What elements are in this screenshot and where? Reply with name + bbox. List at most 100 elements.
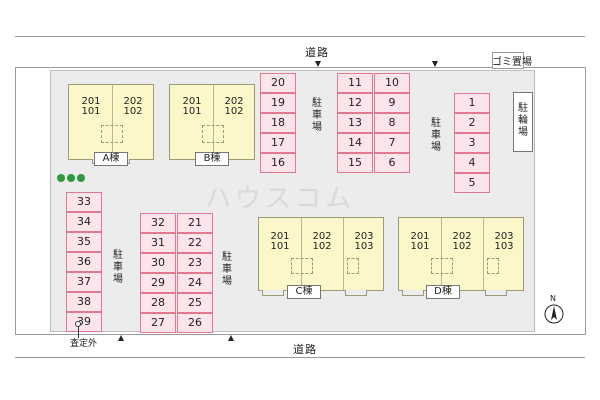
unit-102: 102 <box>224 106 244 117</box>
stair-outline <box>487 258 499 274</box>
parking-space-2: 2 <box>454 113 490 133</box>
outside-marker-line <box>78 324 79 338</box>
parking-space-9: 9 <box>374 93 410 113</box>
shrub <box>77 174 85 182</box>
parking-space-15: 15 <box>337 153 373 173</box>
building-d: 201 202 203 101 102 103 <box>398 217 524 291</box>
unit-101: 101 <box>270 241 290 252</box>
bike-parking: 駐輪場 <box>513 92 533 152</box>
parking-space-18: 18 <box>260 113 296 133</box>
stair-outline <box>347 258 359 274</box>
outside-label: 査定外 <box>70 339 98 349</box>
unit-201: 201 <box>410 231 430 242</box>
parking-space-38: 38 <box>66 292 102 312</box>
building-a-label: A棟 <box>94 152 128 166</box>
parking-space-36: 36 <box>66 252 102 272</box>
entrance-marker <box>228 335 234 341</box>
shrub <box>57 174 65 182</box>
parking-space-17: 17 <box>260 133 296 153</box>
west-boundary <box>15 67 16 335</box>
shrub <box>67 174 75 182</box>
parking-space-7: 7 <box>374 133 410 153</box>
unit-101: 101 <box>410 241 430 252</box>
parking-label: 駐車場 <box>312 98 322 133</box>
stair-outline <box>202 125 224 143</box>
unit-102: 102 <box>312 241 332 252</box>
unit-103: 103 <box>354 241 374 252</box>
unit-102: 102 <box>452 241 472 252</box>
parking-space-10: 10 <box>374 73 410 93</box>
parking-space-25: 25 <box>177 293 213 313</box>
building-a: 201 202 101 102 <box>68 84 154 160</box>
parking-space-33: 33 <box>66 192 102 212</box>
unit-201: 201 <box>270 231 290 242</box>
south-road-line <box>15 334 585 335</box>
parking-space-30: 30 <box>140 253 176 273</box>
stair-outline <box>291 258 313 274</box>
unit-203: 203 <box>354 231 374 242</box>
building-c-label: C棟 <box>287 285 321 299</box>
parking-space-6: 6 <box>374 153 410 173</box>
entrance-marker <box>118 335 124 341</box>
garbage-area <box>492 52 524 69</box>
parking-space-14: 14 <box>337 133 373 153</box>
building-c: 201 202 203 101 102 103 <box>258 217 384 291</box>
parking-space-3: 3 <box>454 133 490 153</box>
parking-space-20: 20 <box>260 73 296 93</box>
parking-space-23: 23 <box>177 253 213 273</box>
entrance-marker <box>432 61 438 67</box>
unit-101: 101 <box>182 106 202 117</box>
unit-201: 201 <box>182 96 202 107</box>
parking-space-37: 37 <box>66 272 102 292</box>
stair-outline <box>431 258 453 274</box>
parking-space-39: 39 <box>66 312 102 332</box>
north-road-line <box>15 67 585 68</box>
unit-103: 103 <box>494 241 514 252</box>
parking-space-13: 13 <box>337 113 373 133</box>
building-b: 201 202 101 102 <box>169 84 255 160</box>
south-road-label: 道路 <box>293 343 317 356</box>
unit-202: 202 <box>123 96 143 107</box>
entrance-marker <box>315 61 321 67</box>
parking-space-22: 22 <box>177 233 213 253</box>
parking-space-11: 11 <box>337 73 373 93</box>
unit-202: 202 <box>224 96 244 107</box>
parking-space-16: 16 <box>260 153 296 173</box>
unit-203: 203 <box>494 231 514 242</box>
parking-space-5: 5 <box>454 173 490 193</box>
bike-label: 駐輪場 <box>518 103 528 138</box>
watermark: ハウスコム <box>205 184 356 214</box>
east-boundary <box>585 67 586 335</box>
parking-space-24: 24 <box>177 273 213 293</box>
north-road-label: 道路 <box>305 46 329 59</box>
parking-space-29: 29 <box>140 273 176 293</box>
parking-label: 駐車場 <box>431 118 441 153</box>
parking-space-34: 34 <box>66 212 102 232</box>
parking-space-4: 4 <box>454 153 490 173</box>
parking-space-32: 32 <box>140 213 176 233</box>
unit-202: 202 <box>452 231 472 242</box>
parking-space-8: 8 <box>374 113 410 133</box>
unit-202: 202 <box>312 231 332 242</box>
parking-space-26: 26 <box>177 313 213 333</box>
parking-label: 駐車場 <box>222 252 232 287</box>
stair-outline <box>101 125 123 143</box>
parking-space-21: 21 <box>177 213 213 233</box>
outside-marker-dot <box>75 321 81 327</box>
parking-space-31: 31 <box>140 233 176 253</box>
north-arrow-icon <box>544 304 564 324</box>
unit-101: 101 <box>81 106 101 117</box>
parking-label: 駐車場 <box>113 250 123 285</box>
south-road-edge <box>15 357 585 358</box>
north-road-edge <box>15 36 585 37</box>
parking-space-27: 27 <box>140 313 176 333</box>
parking-space-28: 28 <box>140 293 176 313</box>
parking-space-1: 1 <box>454 93 490 113</box>
garbage-label: ゴミ置場 <box>492 57 532 68</box>
parking-space-19: 19 <box>260 93 296 113</box>
north-label: N <box>550 294 556 303</box>
building-b-label: B棟 <box>195 152 229 166</box>
parking-space-12: 12 <box>337 93 373 113</box>
building-d-label: D棟 <box>426 285 460 299</box>
parking-space-35: 35 <box>66 232 102 252</box>
